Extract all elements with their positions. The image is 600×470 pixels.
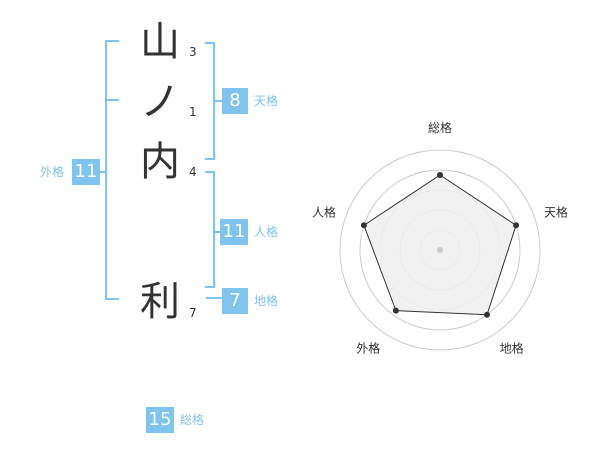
tenkaku-connector xyxy=(214,100,222,102)
radar-grid-ring xyxy=(359,169,521,331)
gaikaku-bracket-bottom xyxy=(105,298,119,300)
radar-point xyxy=(513,222,520,229)
radar-axis-label: 人格 xyxy=(312,204,336,219)
gaikaku-connector xyxy=(98,171,106,173)
chikaku-value: 7 xyxy=(222,288,248,314)
radar-point xyxy=(437,172,443,178)
soukaku-value: 15 xyxy=(146,407,174,433)
tenkaku-label: 天格 xyxy=(254,94,279,108)
radar-axis-label: 総格 xyxy=(428,120,452,135)
tenkaku-bracket-bottom xyxy=(205,158,215,160)
radar-point xyxy=(484,311,491,318)
stroke-count-1: 3 xyxy=(189,45,197,59)
gaikaku-bracket-top xyxy=(105,40,119,42)
name-char-4: 利 xyxy=(140,279,180,325)
jinkaku-bracket-bottom xyxy=(205,286,215,288)
jinkaku-value: 11 xyxy=(220,219,248,245)
gaikaku-bracket-line xyxy=(105,40,107,300)
gaikaku-value: 11 xyxy=(72,159,100,185)
gaikaku-label: 外格 xyxy=(40,165,65,179)
radar-axis-label: 天格 xyxy=(544,204,568,219)
stroke-count-4: 7 xyxy=(189,306,197,320)
stroke-count-3: 4 xyxy=(189,165,197,179)
chikaku-connector xyxy=(206,297,222,299)
name-char-3: 内 xyxy=(140,139,180,185)
soukaku-label: 総格 xyxy=(180,413,205,427)
radar-grid-ring xyxy=(339,149,541,351)
jinkaku-bracket-line xyxy=(213,171,215,288)
tenkaku-value: 8 xyxy=(222,88,248,114)
radar-shape xyxy=(363,174,517,316)
radar-axis-label: 地格 xyxy=(500,341,524,356)
radar-center-dot xyxy=(437,247,443,253)
jinkaku-label: 人格 xyxy=(254,225,279,239)
radar-points xyxy=(360,172,520,318)
tenkaku-bracket-top xyxy=(205,42,215,44)
name-char-2: ノ xyxy=(140,79,180,125)
radar-axis-label: 外格 xyxy=(356,341,380,356)
radar-point xyxy=(392,307,399,314)
chikaku-label: 地格 xyxy=(254,294,279,308)
name-char-1: 山 xyxy=(140,19,180,65)
radar-point xyxy=(360,222,367,229)
jinkaku-bracket-top xyxy=(205,171,215,173)
jinkaku-connector xyxy=(214,231,222,233)
stroke-count-2: 1 xyxy=(189,105,197,119)
gaikaku-bracket-mid xyxy=(105,99,119,101)
